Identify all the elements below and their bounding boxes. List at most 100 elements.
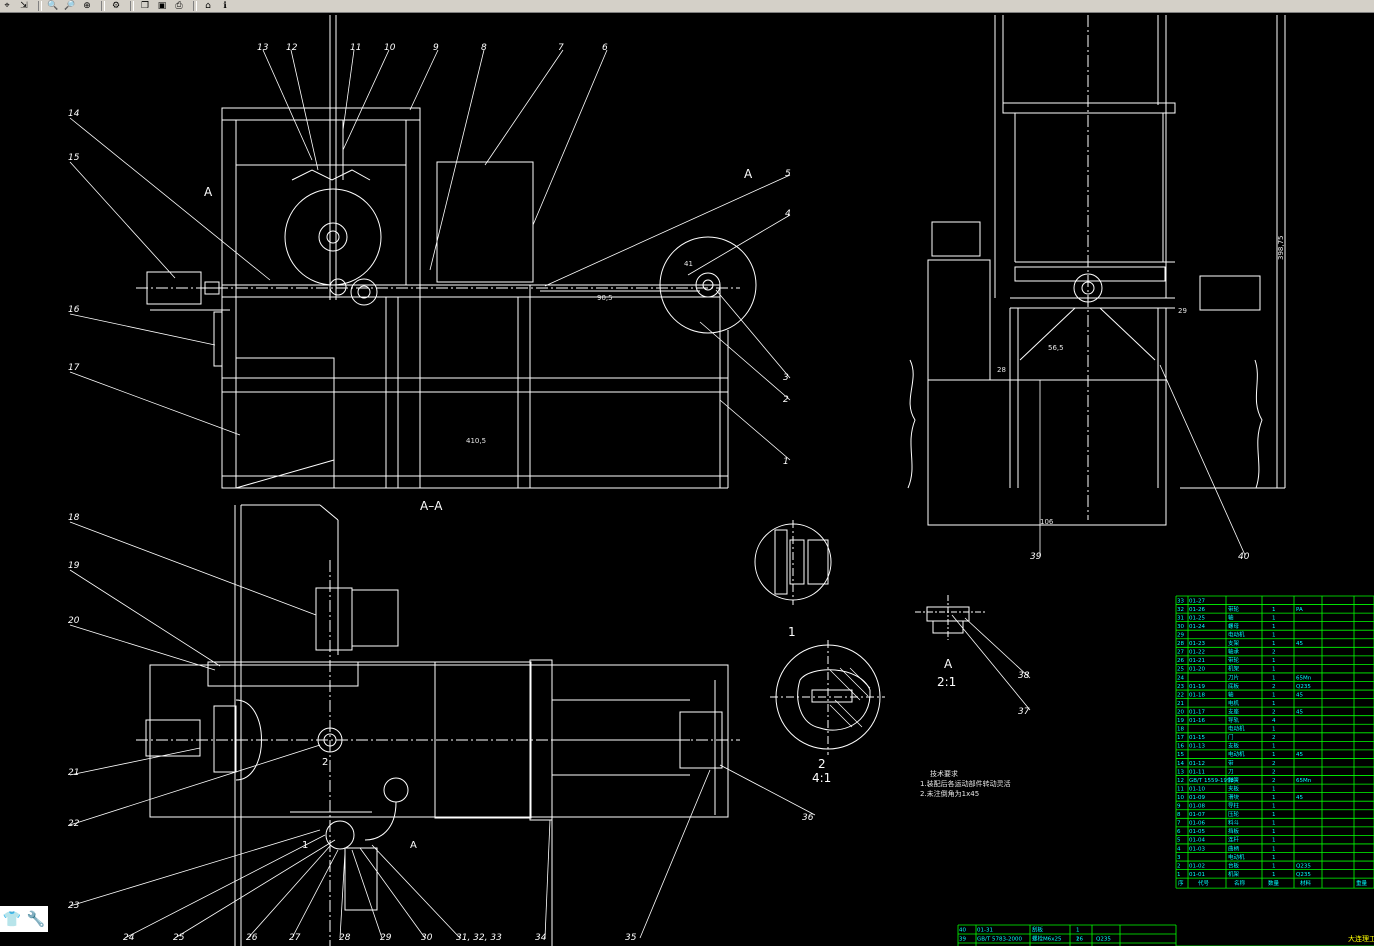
callout[interactable]: 26 bbox=[246, 933, 258, 943]
callout[interactable]: 39 bbox=[1030, 552, 1042, 562]
bom-row-material: Q235 bbox=[1296, 684, 1311, 690]
shirt-icon[interactable]: 👕 bbox=[2, 910, 22, 928]
callout[interactable]: 4 bbox=[785, 209, 791, 219]
callout[interactable]: 9 bbox=[433, 43, 439, 53]
copy-icon[interactable]: ❐ bbox=[140, 0, 150, 11]
bom-row-no: 31 bbox=[1177, 615, 1184, 621]
bom-row-name: 带轮 bbox=[1228, 656, 1240, 664]
callout[interactable]: 14 bbox=[68, 109, 80, 119]
callout[interactable]: 25 bbox=[173, 933, 185, 943]
bom-lower-qty: 1 bbox=[1076, 928, 1080, 934]
callout[interactable]: 35 bbox=[625, 933, 637, 943]
callout[interactable]: 17 bbox=[68, 363, 80, 373]
callout[interactable]: 31, 32, 33 bbox=[456, 933, 502, 943]
bom-row-no: 32 bbox=[1177, 607, 1184, 613]
taskbar-corner: 👕 🔧 bbox=[0, 906, 48, 932]
bom-row-qty: 2 bbox=[1272, 650, 1276, 656]
bom-row-no: 30 bbox=[1177, 624, 1184, 630]
callout[interactable]: 24 bbox=[123, 933, 135, 943]
callout[interactable]: 6 bbox=[602, 43, 608, 53]
callout[interactable]: 38 bbox=[1018, 671, 1030, 681]
bom-row-code: GB/T 1559-1993 bbox=[1189, 778, 1234, 784]
bom-row-code: 01-07 bbox=[1189, 812, 1205, 818]
bom-row-no: 5 bbox=[1177, 838, 1181, 844]
zoom-out-icon[interactable]: 🔎 bbox=[64, 0, 76, 11]
bom-row-no: 20 bbox=[1177, 709, 1184, 715]
callout[interactable]: 27 bbox=[289, 933, 301, 943]
bom-row-code: 01-24 bbox=[1189, 624, 1205, 630]
select-arrow-icon[interactable]: ⌖ bbox=[4, 0, 10, 11]
wrench-icon[interactable]: 🔧 bbox=[26, 910, 46, 928]
zoom-window-icon[interactable]: ⊕ bbox=[83, 0, 91, 11]
callout[interactable]: 10 bbox=[384, 43, 396, 53]
callout[interactable]: 13 bbox=[257, 43, 269, 53]
bom-row-qty: 1 bbox=[1272, 872, 1276, 878]
callout[interactable]: 40 bbox=[1238, 552, 1250, 562]
bom-row-code: 01-02 bbox=[1189, 863, 1205, 869]
leader-lines-front bbox=[69, 49, 791, 461]
bom-row-name: 连杆 bbox=[1228, 836, 1240, 844]
bom-row-name: 门 bbox=[1228, 733, 1234, 741]
toolbar-separator bbox=[38, 1, 42, 11]
dim-106: 106 bbox=[1040, 518, 1054, 526]
print-icon[interactable]: ⎙ bbox=[175, 0, 183, 11]
callout[interactable]: 3 bbox=[783, 373, 789, 383]
callout[interactable]: 7 bbox=[558, 43, 564, 53]
callout[interactable]: 19 bbox=[68, 561, 80, 571]
bom-row-code: 01-08 bbox=[1189, 804, 1205, 810]
cad-drawing-canvas[interactable]: A–A A A 1 2 4:1 A 2:1 2 1 A 410,5 90,5 4… bbox=[0, 13, 1374, 946]
detail-view-2 bbox=[770, 640, 885, 755]
bom-row-no: 7 bbox=[1177, 821, 1181, 827]
bom-row-name: 弹簧 bbox=[1228, 776, 1240, 784]
dim-41: 41 bbox=[684, 260, 693, 268]
callout[interactable]: 8 bbox=[481, 43, 487, 53]
callout[interactable]: 37 bbox=[1018, 707, 1030, 717]
bom-row-no: 19 bbox=[1177, 718, 1184, 724]
bom-row-qty: 2 bbox=[1272, 769, 1276, 775]
bom-row-no: 14 bbox=[1177, 761, 1184, 767]
callout[interactable]: 2 bbox=[783, 395, 789, 405]
callout[interactable]: 5 bbox=[785, 169, 791, 179]
callout[interactable]: 23 bbox=[68, 901, 80, 911]
view-a-scale: 2:1 bbox=[937, 675, 956, 689]
save-icon[interactable]: ▣ bbox=[157, 0, 167, 11]
bom-row-name: 轴 bbox=[1228, 690, 1234, 698]
detail-view-1 bbox=[754, 520, 832, 605]
callout[interactable]: 34 bbox=[535, 933, 547, 943]
detail-1-label: 1 bbox=[788, 625, 796, 639]
callout[interactable]: 16 bbox=[68, 305, 80, 315]
bom-header-code: 代号 bbox=[1198, 879, 1210, 887]
home-icon[interactable]: ⌂ bbox=[205, 0, 211, 11]
help-icon[interactable]: ℹ bbox=[223, 0, 227, 11]
pan-icon[interactable]: ⇲ bbox=[20, 0, 28, 11]
bom-row-name: 刀 bbox=[1228, 768, 1234, 775]
callout[interactable]: 21 bbox=[68, 768, 79, 778]
callout[interactable]: 20 bbox=[68, 616, 80, 626]
callout[interactable]: 18 bbox=[68, 513, 80, 523]
bom-row-code: 01-18 bbox=[1189, 692, 1205, 698]
callout[interactable]: 22 bbox=[68, 819, 80, 829]
bom-row-material: 45 bbox=[1296, 692, 1303, 698]
section-label: A–A bbox=[420, 499, 443, 513]
callout[interactable]: 36 bbox=[802, 813, 814, 823]
view-labels: A–A A A 1 2 4:1 A 2:1 2 1 A bbox=[204, 167, 956, 851]
bom-lower-name: 螺栓M6x25 bbox=[1032, 935, 1062, 943]
callout[interactable]: 12 bbox=[286, 43, 298, 53]
bom-row-code: 01-11 bbox=[1189, 769, 1205, 775]
zoom-in-icon[interactable]: 🔍 bbox=[47, 0, 59, 11]
callout[interactable]: 15 bbox=[68, 153, 80, 163]
callout[interactable]: 30 bbox=[421, 933, 433, 943]
title-block-school: 大连理工 bbox=[1348, 934, 1374, 943]
callout[interactable]: 11 bbox=[350, 43, 361, 53]
dim-28: 28 bbox=[997, 366, 1006, 374]
callout[interactable]: 1 bbox=[783, 457, 789, 467]
callout[interactable]: 28 bbox=[339, 933, 351, 943]
bom-row-name: 支座 bbox=[1228, 707, 1240, 715]
detail-2-label: 2 bbox=[818, 757, 826, 771]
callout[interactable]: 29 bbox=[380, 933, 392, 943]
settings-icon[interactable]: ⚙ bbox=[111, 0, 121, 11]
bom-row-no: 13 bbox=[1177, 769, 1184, 775]
bom-lower-material: Q235 bbox=[1096, 937, 1111, 943]
bom-row-name: 底板 bbox=[1228, 682, 1240, 690]
dim-vertical: 398,75 bbox=[1277, 236, 1285, 261]
